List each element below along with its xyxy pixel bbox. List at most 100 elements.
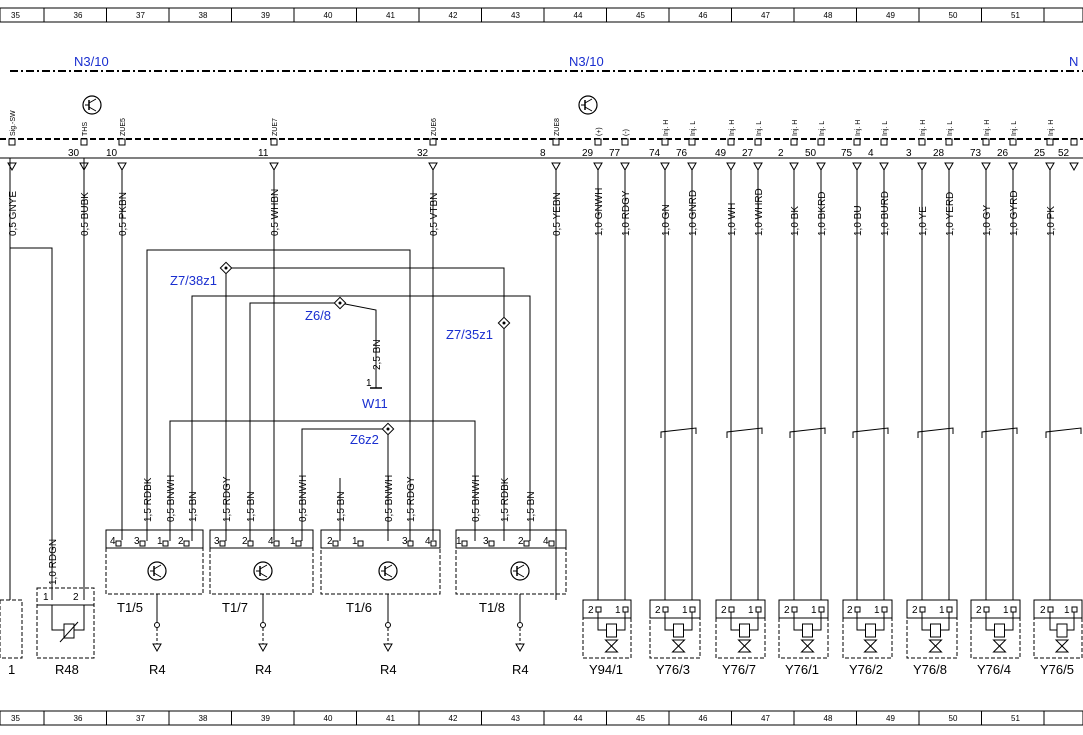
pin-arrow [687,162,697,172]
pin-number: 1 [352,536,358,547]
valve-wire [683,612,693,631]
wire-label: 1,0 BKRD [817,192,828,236]
harness-wiring [9,158,531,600]
twisted-pair-mark [981,427,1018,438]
column-number: 45 [636,714,645,723]
pin-socket [332,540,339,547]
wire-label: 1,0 GY [982,205,993,236]
pin-number: 2 [784,605,790,616]
component-label: Y76/2 [849,662,883,677]
wire-label: 2,5 BN [372,339,383,370]
column-number: 51 [1011,714,1020,723]
pin-number: 1 [615,605,621,616]
valve-body [582,617,632,659]
valve-body [906,617,958,659]
pin-number: 2 [1040,605,1046,616]
pin-socket [791,606,798,613]
pin-socket [622,606,629,613]
pin-signal: Inj. H [1048,120,1055,136]
wire-label: 1,5 RDBK [500,477,511,522]
pin-arrow [620,162,630,172]
pin-socket [946,606,953,613]
valve-body [842,617,893,659]
ground-connector [385,622,391,628]
component-label: Y76/7 [722,662,756,677]
wire-label: 1,0 BU [853,205,864,236]
pin-arrow [816,162,826,172]
pin-socket [430,540,437,547]
column-number: 48 [824,714,833,723]
coil-connector [320,529,441,549]
valve-icon [992,639,1007,647]
pin-socket [853,138,861,146]
pin-signal: (+) [596,127,603,136]
solenoid-icon [802,623,813,638]
pin-number: 2 [778,148,784,159]
pin-number: 4 [110,536,116,547]
column-number: 38 [199,11,208,20]
ground-label: R4 [255,662,272,677]
pin-signal: Inj. H [792,120,799,136]
pin-number: 3 [402,536,408,547]
pin-socket [594,138,602,146]
solenoid-icon [865,623,876,638]
valve-body [649,617,701,659]
pin-number: 2 [178,536,184,547]
column-number: 44 [574,11,583,20]
pin-number: 2 [588,605,594,616]
pin-signal: Inj. L [882,121,889,136]
solenoid-icon [739,623,750,638]
twisted-pair-mark [660,427,697,438]
column-number: 51 [1011,11,1020,20]
component-label: Y76/5 [1040,662,1074,677]
pin-number: 74 [649,148,661,159]
column-number: 37 [136,714,145,723]
pin-socket [1070,138,1078,146]
column-number: 37 [136,11,145,20]
pin-socket [118,138,126,146]
column-number: 40 [324,11,333,20]
pin-number: 1 [748,605,754,616]
pin-arrow [660,162,670,172]
column-number: 36 [74,714,83,723]
pin-socket [727,138,735,146]
wire-label: 1,0 YERD [945,192,956,236]
pin-arrow [1045,162,1055,172]
pin-signal: Inj. L [947,121,954,136]
pin-signal: Inj. L [690,121,697,136]
pin-number: 1 [874,605,880,616]
ground-connector [517,622,523,628]
wire-label: 1,5 RDGY [222,476,233,522]
splice-label: Z7/35z1 [446,327,493,342]
pin-socket [273,540,280,547]
pin-socket [688,138,696,146]
ground-arrow [515,643,525,653]
pin-socket [728,606,735,613]
valve-icon [863,639,878,647]
transistor-icon [147,561,167,581]
column-number: 48 [824,11,833,20]
pin-number: 2 [655,605,661,616]
r48-component: 1 2 1,0 RDGN R48 [36,539,95,677]
wire-label: 1,5 BN [188,491,199,522]
pin-number: 73 [970,148,982,159]
valve-body [778,617,829,659]
pin-socket [8,138,16,146]
pin-number: 2 [721,605,727,616]
column-number: 40 [324,714,333,723]
valve-icon [928,645,943,653]
column-number: 49 [886,11,895,20]
pin-signal: Inj. L [1011,121,1018,136]
pin-socket [881,606,888,613]
pin-arrow [753,162,763,172]
pin-number: 2 [976,605,982,616]
pin-socket [552,138,560,146]
solenoid-icon [673,623,684,638]
valve-body [970,617,1021,659]
pin-number: 3 [906,148,912,159]
solenoid-icon [1056,623,1068,638]
pin-number: 3 [134,536,140,547]
